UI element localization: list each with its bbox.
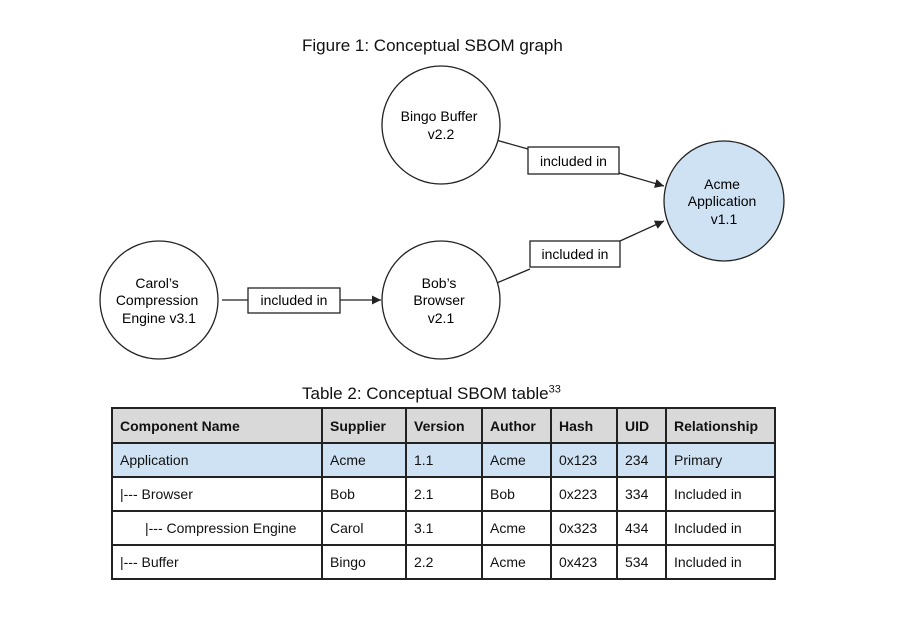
- svg-text:Acme Application v: Acme Application v1.1: [688, 176, 760, 227]
- svg-text:Bob’s Browser v2.1: Bob’s Browser v2.1: [413, 275, 468, 326]
- header-author: Author: [481, 407, 552, 444]
- sbom-table: Component Name Supplier Version Author H…: [111, 407, 776, 580]
- cell-uid: 434: [616, 510, 667, 546]
- table-header-row: Component Name Supplier Version Author H…: [111, 407, 776, 444]
- edge-label-bingo-acme: included in: [540, 153, 607, 169]
- cell-hash: 0x223: [550, 476, 618, 512]
- cell-uid: 534: [616, 544, 667, 580]
- cell-uid: 234: [616, 442, 667, 478]
- cell-relationship: Included in: [665, 510, 776, 546]
- cell-author: Acme: [481, 442, 552, 478]
- figure-caption: Figure 1: Conceptual SBOM graph: [302, 36, 563, 55]
- cell-version: 2.1: [405, 476, 483, 512]
- table-row: |--- Browser Bob 2.1 Bob 0x223 334 Inclu…: [111, 476, 776, 512]
- cell-version: 1.1: [405, 442, 483, 478]
- cell-version: 3.1: [405, 510, 483, 546]
- svg-text:Bingo Buffer v2.2: Bingo Buffer v2.2: [401, 108, 482, 142]
- cell-author: Acme: [481, 544, 552, 580]
- edge-label-bob-acme: included in: [542, 246, 609, 262]
- svg-text:Carol’s Compression: Carol’s Compression Engine v3.1: [116, 275, 202, 326]
- footnote-marker: 33: [548, 383, 561, 396]
- header-component-name: Component Name: [111, 407, 323, 444]
- header-relationship: Relationship: [665, 407, 776, 444]
- cell-hash: 0x123: [550, 442, 618, 478]
- cell-component-name: |--- Buffer: [111, 544, 323, 580]
- node-bob-browser: Bob’s Browser v2.1: [381, 240, 501, 360]
- cell-relationship: Included in: [665, 544, 776, 580]
- cell-supplier: Acme: [321, 442, 407, 478]
- cell-supplier: Bingo: [321, 544, 407, 580]
- sbom-graph: included in included in included in Bing…: [99, 65, 785, 360]
- table-caption: Table 2: Conceptual SBOM table33: [302, 384, 561, 404]
- cell-hash: 0x323: [550, 510, 618, 546]
- table-row: Application Acme 1.1 Acme 0x123 234 Prim…: [111, 442, 776, 478]
- cell-author: Acme: [481, 510, 552, 546]
- table-row: |--- Buffer Bingo 2.2 Acme 0x423 534 Inc…: [111, 544, 776, 580]
- cell-supplier: Carol: [321, 510, 407, 546]
- cell-author: Bob: [481, 476, 552, 512]
- edge-label-carol-bob: included in: [261, 292, 328, 308]
- cell-relationship: Included in: [665, 476, 776, 512]
- cell-uid: 334: [616, 476, 667, 512]
- header-hash: Hash: [550, 407, 618, 444]
- node-bingo-buffer: Bingo Buffer v2.2: [381, 65, 501, 185]
- cell-component-name: |--- Browser: [111, 476, 323, 512]
- table-caption-text: Table 2: Conceptual SBOM table: [302, 384, 549, 403]
- header-version: Version: [405, 407, 483, 444]
- cell-supplier: Bob: [321, 476, 407, 512]
- cell-component-name: Application: [111, 442, 323, 478]
- node-carol-compression-engine: Carol’s Compression Engine v3.1: [99, 240, 219, 360]
- cell-relationship: Primary: [665, 442, 776, 478]
- edge-bingo-to-acme: included in: [495, 139, 665, 188]
- table-row: |--- Compression Engine Carol 3.1 Acme 0…: [111, 510, 776, 546]
- edge-carol-to-bob: included in: [222, 287, 381, 314]
- node-acme-application: Acme Application v1.1: [663, 140, 785, 262]
- cell-hash: 0x423: [550, 544, 618, 580]
- header-uid: UID: [616, 407, 667, 444]
- edge-bob-to-acme: included in: [491, 220, 665, 286]
- cell-component-name: |--- Compression Engine: [111, 510, 323, 546]
- header-supplier: Supplier: [321, 407, 407, 444]
- cell-version: 2.2: [405, 544, 483, 580]
